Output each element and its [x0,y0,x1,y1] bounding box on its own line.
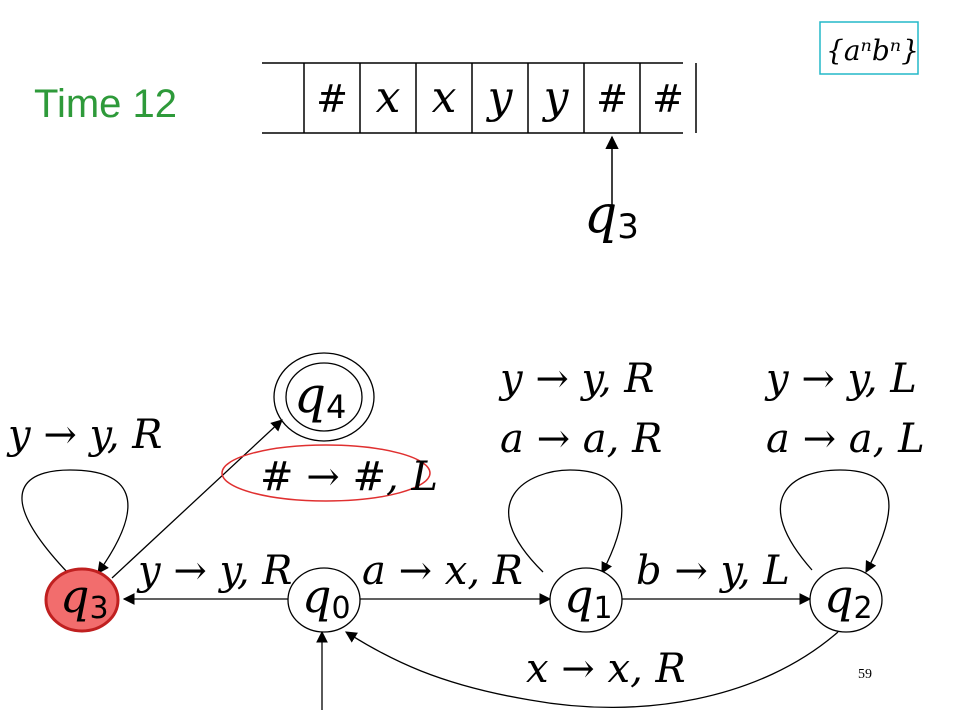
head-state-label: q3 [584,185,639,247]
tape-cell-symbol: # [652,77,684,121]
state-q4-inner-ring [285,362,363,432]
tape-cell-symbol: x [432,72,457,123]
highlighted-transition-ellipse [221,444,431,502]
state-q4-label: q4 [294,366,346,426]
language-box-frame [819,21,919,75]
edge-q2-loop [779,469,890,574]
language-label-box: {aⁿbⁿ} [819,21,919,75]
label-q3-loop: y → y, R [6,412,162,458]
edge-q1-loop [508,469,623,575]
tape-cell-symbol: x [376,72,401,123]
state-q0-label: q0 [302,569,351,626]
edge-q3-loop [21,469,129,574]
tape-cell-symbol: y [542,72,570,123]
state-q0-circle [287,567,361,633]
label-q2-to-q0: x → x, R [526,646,686,692]
state-q0: q0 [287,567,361,633]
tape-cell-symbol: # [596,77,628,121]
tape-cell-symbol: # [316,77,348,121]
label-q1-loop-2: a → a, R [500,416,662,462]
state-q1: q1 [549,567,623,633]
label-q0-to-q3: y → y, R [136,548,292,594]
tape-dividers [303,63,697,133]
label-q1-to-q2: b → y, L [636,548,790,594]
slide-number: 59 [858,667,872,682]
state-q2: q2 [809,567,883,633]
state-q1-label: q1 [564,569,613,626]
state-q4-outer-ring [273,352,375,442]
label-q2-loop-1: y → y, L [764,356,917,402]
time-label: Time 12 [34,82,177,126]
label-q0-to-q1: a → x, R [362,548,523,594]
state-q3-circle [44,567,120,633]
state-q4: q4 [273,352,375,442]
tape-head: q3 [584,135,639,247]
state-q2-label: q2 [824,569,873,626]
edge-q2-to-q0 [345,631,839,708]
label-q1-loop-1: y → y, R [498,356,654,402]
edge-q3-to-q4 [111,419,283,579]
transition-edges [21,419,890,710]
state-q1-circle [549,567,623,633]
label-q3-to-q4: # → #, L [260,454,438,500]
tape-cell-symbol: y [486,72,514,123]
transition-labels: y → y, R # → #, L y → y, R a → x, R y → … [6,356,925,692]
state-q2-circle [809,567,883,633]
state-q3-label: q3 [60,569,109,626]
language-label: {aⁿbⁿ} [826,34,919,67]
state-q3: q3 [44,567,120,633]
label-q2-loop-2: a → a, L [766,416,925,462]
